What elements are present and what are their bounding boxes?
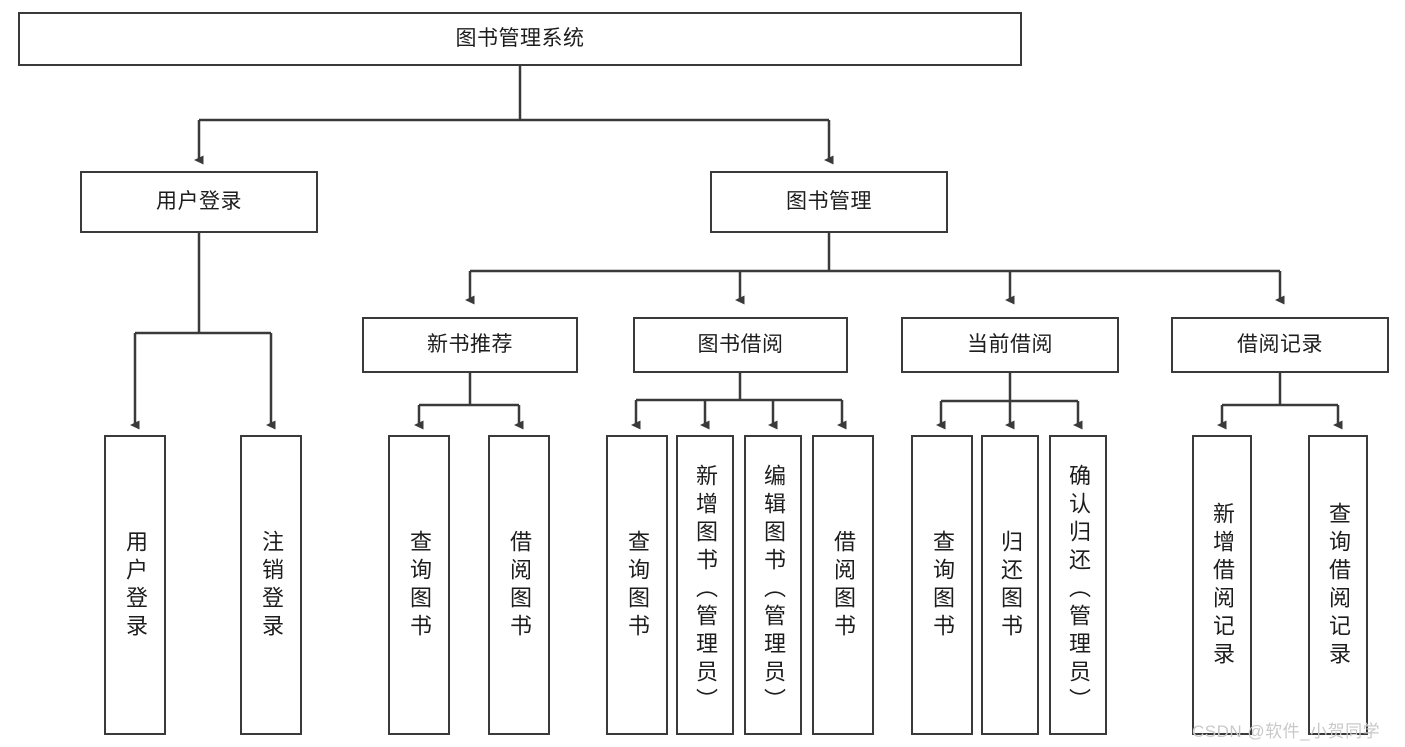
node-label: 用户登录 xyxy=(123,530,148,642)
node-label: 新增借阅记录 xyxy=(1210,502,1235,670)
node-label: 注销登录 xyxy=(259,530,284,642)
node-book-borrow[interactable]: 图书借阅 xyxy=(633,317,848,373)
node-label: 图书管理系统 xyxy=(455,26,585,50)
leaf-user-login[interactable]: 用户登录 xyxy=(104,435,166,735)
node-label: 图书管理 xyxy=(786,189,872,213)
leaf-query-book-new[interactable]: 查询图书 xyxy=(388,435,450,735)
leaf-edit-book-admin[interactable]: 编辑图书（管理员） xyxy=(744,435,802,735)
leaf-confirm-return-admin[interactable]: 确认归还（管理员） xyxy=(1049,435,1107,735)
node-label: 归还图书 xyxy=(998,530,1023,642)
node-label: 新书推荐 xyxy=(427,332,513,356)
node-label: 图书借阅 xyxy=(697,332,784,356)
node-user-login[interactable]: 用户登录 xyxy=(80,171,318,233)
node-current-borrow[interactable]: 当前借阅 xyxy=(901,317,1119,373)
leaf-borrow-book[interactable]: 借阅图书 xyxy=(812,435,874,735)
node-label: 确认归还（管理员） xyxy=(1066,464,1091,716)
node-label: 查询借阅记录 xyxy=(1326,502,1351,670)
leaf-query-book-current[interactable]: 查询图书 xyxy=(911,435,973,735)
leaf-add-borrow-record[interactable]: 新增借阅记录 xyxy=(1192,435,1252,735)
node-label: 查询图书 xyxy=(407,530,432,642)
node-label: 借阅图书 xyxy=(507,530,532,642)
leaf-add-book-admin[interactable]: 新增图书（管理员） xyxy=(676,435,734,735)
node-label: 借阅记录 xyxy=(1237,332,1323,356)
node-label: 当前借阅 xyxy=(967,332,1053,356)
node-label: 编辑图书（管理员） xyxy=(761,464,786,716)
node-label: 查询图书 xyxy=(930,530,955,642)
node-borrow-record[interactable]: 借阅记录 xyxy=(1171,317,1389,373)
leaf-logout-login[interactable]: 注销登录 xyxy=(240,435,302,735)
node-new-book-recommend[interactable]: 新书推荐 xyxy=(362,317,578,373)
node-label: 用户登录 xyxy=(156,189,242,213)
leaf-query-book-borrow[interactable]: 查询图书 xyxy=(606,435,668,735)
leaf-return-book[interactable]: 归还图书 xyxy=(981,435,1039,735)
leaf-borrow-book-new[interactable]: 借阅图书 xyxy=(488,435,550,735)
leaf-query-borrow-record[interactable]: 查询借阅记录 xyxy=(1308,435,1368,735)
node-book-management[interactable]: 图书管理 xyxy=(710,171,948,233)
node-label: 借阅图书 xyxy=(831,530,856,642)
csdn-watermark: CSDN @软件_小贺同学 xyxy=(1192,722,1381,741)
node-label: 查询图书 xyxy=(625,530,650,642)
node-label: 新增图书（管理员） xyxy=(693,464,718,716)
node-root-book-management-system[interactable]: 图书管理系统 xyxy=(18,12,1022,66)
